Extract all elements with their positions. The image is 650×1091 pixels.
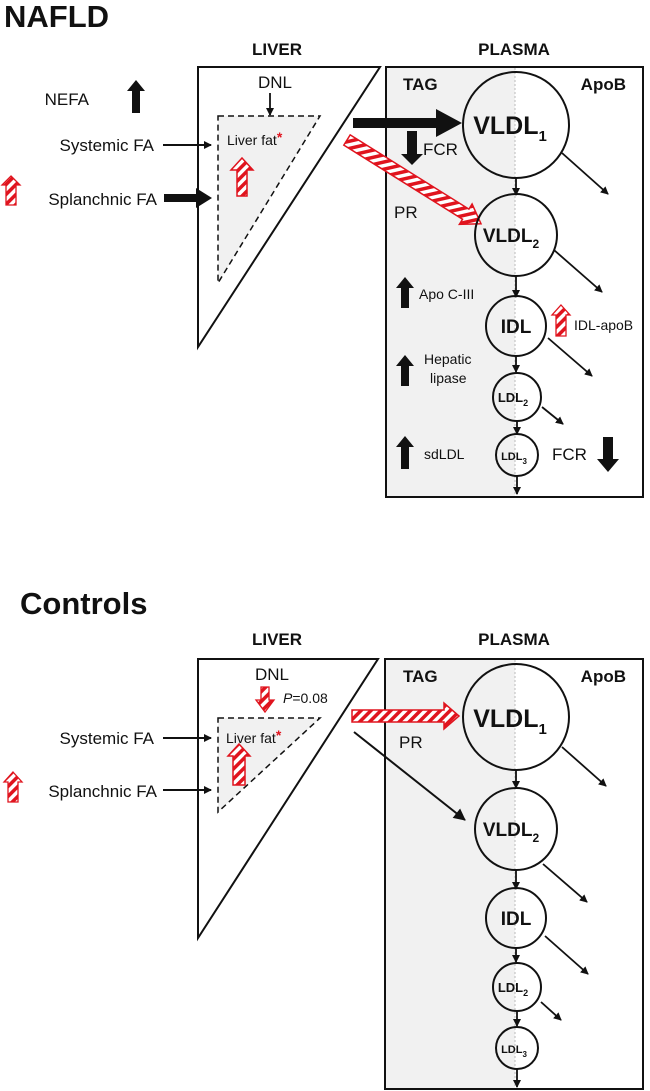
svg-text:LDL2: LDL2 bbox=[498, 980, 528, 998]
liver-fat-increase-icon bbox=[226, 742, 252, 786]
svg-text:VLDL1: VLDL1 bbox=[473, 705, 547, 738]
panel-title: Controls bbox=[20, 586, 147, 621]
splanchnic-fa-label: Splanchnic FA bbox=[48, 190, 157, 209]
systemic-fa-label: Systemic FA bbox=[60, 136, 155, 155]
systemic-fa-label: Systemic FA bbox=[60, 729, 155, 748]
pr-label: PR bbox=[394, 203, 418, 222]
svg-text:IDL: IDL bbox=[501, 909, 532, 930]
svg-text:VLDL2: VLDL2 bbox=[483, 226, 540, 251]
pr-arrow-striped bbox=[342, 133, 483, 226]
panel-controls: Controls LIVER PLASMA DNL P=0.08 Liver f… bbox=[2, 586, 644, 1090]
vldl1-secretion-arrow bbox=[353, 109, 462, 137]
idl-apob-label: IDL-apoB bbox=[574, 317, 633, 333]
apob-label: ApoB bbox=[581, 75, 626, 94]
dnl-p-value: P=0.08 bbox=[283, 690, 328, 706]
liver-fat-label: Liver fat* bbox=[227, 129, 283, 148]
liver-fat-increase-icon bbox=[229, 156, 255, 197]
liver-fat-label: Liver fat* bbox=[226, 727, 282, 746]
fcr-ldl-label: FCR bbox=[552, 445, 587, 464]
vldl1-removal-arrow bbox=[561, 152, 609, 195]
svg-text:VLDL1: VLDL1 bbox=[473, 112, 547, 145]
svg-text:IDL: IDL bbox=[501, 317, 532, 338]
vldl2-removal-arrow bbox=[553, 249, 603, 293]
plasma-header: PLASMA bbox=[478, 40, 550, 59]
splanchnic-fa-increase-icon bbox=[2, 771, 24, 803]
fcr-decrease-icon bbox=[401, 131, 423, 165]
particle-ldl3: LDL3 bbox=[495, 433, 539, 477]
splanchnic-fa-arrow bbox=[164, 188, 212, 208]
pr-arrow-striped bbox=[351, 701, 461, 731]
liver-header: LIVER bbox=[252, 40, 302, 59]
splanchnic-fa-increase-icon bbox=[0, 175, 22, 206]
hepatic-lipase-label: Hepatic bbox=[424, 351, 471, 367]
fcr-label: FCR bbox=[423, 140, 458, 159]
panel-nafld: NAFLD LIVER PLASMA DNL Liver fat* NEFA S… bbox=[0, 0, 644, 498]
apoc3-increase-icon bbox=[396, 277, 414, 308]
ldl2-removal-arrow bbox=[540, 1001, 562, 1021]
fcr-ldl-decrease-icon bbox=[597, 437, 619, 472]
apoc3-label: Apo C-III bbox=[419, 286, 474, 302]
svg-text:LDL3: LDL3 bbox=[501, 1044, 527, 1059]
dnl-label: DNL bbox=[258, 73, 292, 92]
sdldl-label: sdLDL bbox=[424, 446, 465, 462]
svg-text:LDL2: LDL2 bbox=[498, 390, 528, 408]
hepatic-lipase-label-2: lipase bbox=[430, 370, 467, 386]
liver-fat-compartment bbox=[217, 717, 322, 814]
idl-removal-arrow bbox=[544, 935, 589, 975]
vldl2-secretion-arrow bbox=[353, 731, 466, 821]
liver-fat-compartment bbox=[217, 115, 322, 286]
apob-label: ApoB bbox=[581, 667, 626, 686]
tag-label: TAG bbox=[403, 75, 438, 94]
vldl1-removal-arrow bbox=[561, 746, 607, 787]
svg-text:VLDL2: VLDL2 bbox=[483, 820, 540, 845]
nefa-label: NEFA bbox=[45, 90, 90, 109]
dnl-decrease-icon bbox=[254, 686, 276, 714]
svg-text:LDL3: LDL3 bbox=[501, 451, 527, 466]
panel-title: NAFLD bbox=[4, 0, 109, 34]
ldl2-removal-arrow bbox=[541, 406, 564, 425]
dnl-label: DNL bbox=[255, 665, 289, 684]
idl-removal-arrow bbox=[547, 337, 593, 377]
tag-region bbox=[386, 660, 515, 1088]
idl-apob-increase-icon bbox=[550, 304, 572, 337]
particle-vldl1: VLDL1 bbox=[462, 663, 570, 771]
plasma-header: PLASMA bbox=[478, 630, 550, 649]
hepatic-lipase-increase-icon bbox=[396, 355, 414, 386]
sdldl-increase-icon bbox=[396, 436, 414, 469]
nefa-increase-icon bbox=[127, 80, 145, 113]
tag-label: TAG bbox=[403, 667, 438, 686]
splanchnic-fa-label: Splanchnic FA bbox=[48, 782, 157, 801]
liver-header: LIVER bbox=[252, 630, 302, 649]
pr-label: PR bbox=[399, 733, 423, 752]
vldl2-removal-arrow bbox=[542, 863, 588, 903]
